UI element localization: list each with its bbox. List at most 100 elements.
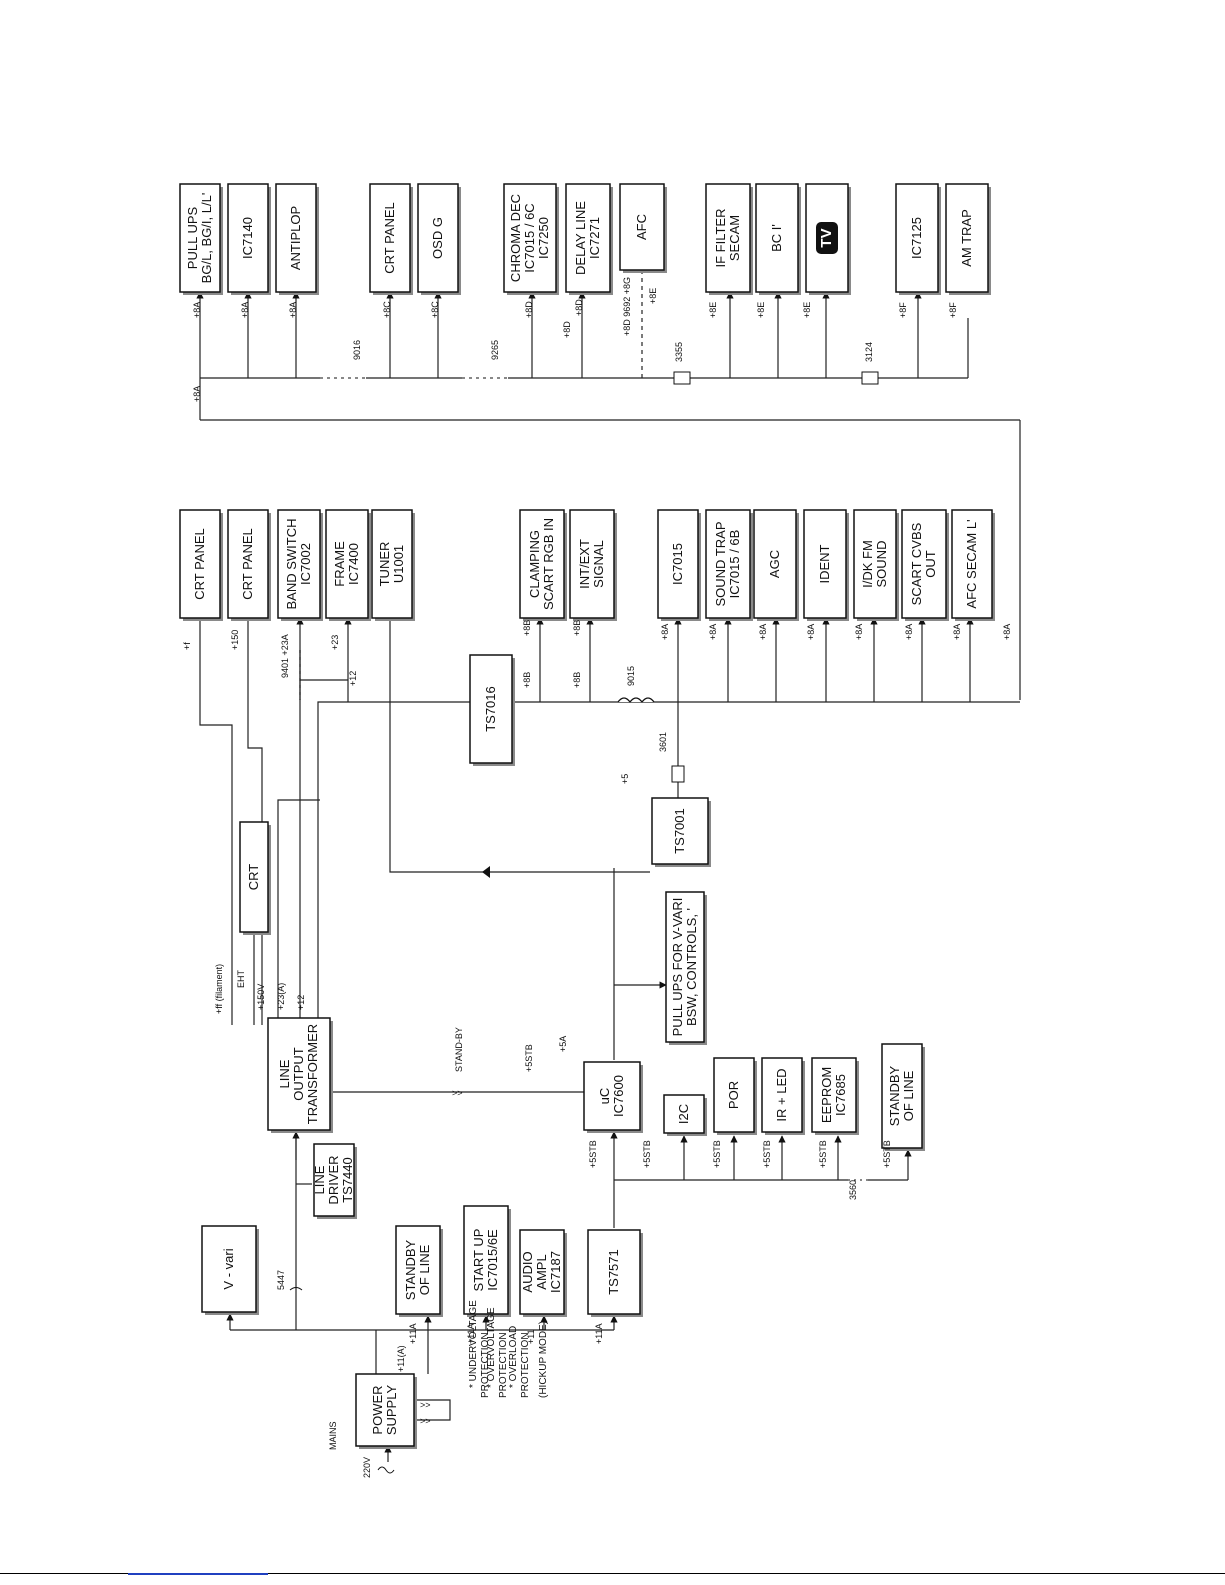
block-label: DELAY LINE — [573, 201, 588, 275]
net-label-p11: +11 — [526, 1329, 536, 1344]
net-label-standby: STAND-BY — [454, 1027, 464, 1072]
block-label: START UP — [471, 1229, 486, 1292]
block-frame — [201, 1225, 257, 1313]
net-label-prot3: * OVERLOAD — [508, 1326, 519, 1388]
net-label-p11a-3: +11A — [594, 1323, 604, 1344]
net-label-n3601: 3601 — [658, 732, 668, 752]
net-label-p8a-a: +8A — [192, 302, 202, 318]
net-label-p8a-c: +8A — [288, 302, 298, 318]
block-label: OUTPUT — [291, 1047, 306, 1101]
block-frame — [239, 821, 269, 933]
net-label-p8e-c: +8E — [802, 302, 812, 318]
net-label-n9265: 9265 — [490, 340, 500, 360]
block-frame — [395, 1225, 441, 1315]
net-label-p5-ts: +5 — [620, 774, 630, 784]
block-vvari: V - vari — [201, 1225, 259, 1315]
block-crt: CRT — [239, 821, 271, 935]
block-label: EEPROM — [819, 1067, 834, 1123]
block-label: BAND SWITCH — [284, 519, 299, 610]
block-label: AGC — [767, 550, 782, 578]
block-label: CRT PANEL — [192, 528, 207, 600]
block-label: IR + LED — [774, 1068, 789, 1121]
block-label: IC7125 — [909, 217, 924, 259]
net-label-n9015: 9015 — [626, 666, 636, 686]
block-afcsecam: AFC SECAM L' — [951, 509, 995, 621]
block-label: I/DK FM — [860, 540, 875, 588]
block-frame — [371, 509, 413, 619]
block-label: AM TRAP — [959, 209, 974, 267]
block-tvlogo: TV — [805, 183, 851, 295]
svg-text:>>: >> — [420, 1416, 431, 1426]
block-label: IC7015 / 6B — [727, 530, 742, 599]
block-ic7140: IC7140 — [227, 183, 271, 295]
block-label: OSD G — [430, 217, 445, 259]
net-label-prot2b: PROTECTION — [498, 1332, 509, 1398]
block-label: LINE — [312, 1165, 327, 1194]
block-label: IC7250 — [536, 217, 551, 259]
block-frame — [663, 1094, 705, 1134]
block-frame — [619, 183, 665, 271]
block-frame — [417, 183, 459, 293]
block-frame — [651, 797, 709, 865]
block-bcl: BC I' — [755, 183, 801, 295]
net-label-prot1b: PROTECTION — [480, 1332, 491, 1398]
block-label: OF LINE — [417, 1244, 432, 1295]
net-label-p8a-4: +8A — [806, 624, 816, 640]
net-label-p8a-3: +8A — [758, 624, 768, 640]
block-label: SECAM — [727, 215, 742, 261]
block-label: TV — [818, 228, 835, 247]
block-frame — [895, 183, 939, 293]
block-frame — [227, 183, 269, 293]
block-label: OUT — [923, 550, 938, 578]
net-label-p8e-afc: +8E — [648, 288, 658, 304]
block-label: I2C — [676, 1104, 691, 1124]
net-label-p5a: +5A — [558, 1036, 568, 1052]
net-label-p8a-5: +8A — [854, 624, 864, 640]
block-label: TUNER — [377, 542, 392, 587]
net-label-p5stb-2: +5STB — [642, 1140, 652, 1168]
net-label-p8a-top: +8A — [192, 386, 202, 402]
block-frame — [565, 183, 611, 293]
block-label: IC7015/6E — [485, 1229, 500, 1291]
net-label-mains: MAINS — [328, 1421, 338, 1450]
block-frame — [657, 509, 699, 619]
net-label-n9016: 9016 — [352, 340, 362, 360]
block-label: SIGNAL — [591, 540, 606, 588]
net-label-n3124: 3124 — [864, 342, 874, 362]
block-frame — [853, 509, 897, 619]
net-label-n3355: 3355 — [674, 342, 684, 362]
net-label-p150: +150 — [230, 630, 240, 650]
net-label-prot1: * UNDERVOLTAGE — [468, 1300, 479, 1388]
net-label-n5447: 5447 — [276, 1270, 286, 1290]
block-crtpanel-r: CRT PANEL — [369, 183, 413, 295]
net-label-p5stb-5: +5STB — [818, 1140, 828, 1168]
block-label: CLAMPING — [527, 530, 542, 598]
block-frame — [275, 183, 317, 293]
net-label-p11a-1: +11A — [408, 1323, 418, 1344]
block-label: STANDBY — [403, 1239, 418, 1300]
block-label: AFC SECAM L' — [964, 519, 979, 608]
block-frame — [277, 509, 321, 619]
net-label-p11a-ps: +11(A) — [396, 1345, 406, 1372]
net-label-p8f-b: +8F — [948, 302, 958, 318]
block-frame — [881, 1043, 923, 1149]
net-label-p8a-8: +8A — [1002, 624, 1012, 640]
block-label: POWER — [370, 1385, 385, 1434]
block-frame — [901, 509, 947, 619]
net-label-p8d-c: +8D — [574, 299, 584, 316]
net-label-p8b-a: +8B — [522, 672, 532, 688]
net-label-prot2: * OVERVOLTAGE — [486, 1307, 497, 1388]
block-label: IF FILTER — [713, 209, 728, 268]
block-ident: IDENT — [803, 509, 849, 621]
block-label: AFC — [634, 214, 649, 240]
block-ts7571: TS7571 — [587, 1229, 643, 1317]
block-frame — [945, 183, 989, 293]
net-label-n9692: +8D 9692 +8G — [622, 277, 632, 336]
net-label-v220: 220V — [362, 1457, 372, 1478]
